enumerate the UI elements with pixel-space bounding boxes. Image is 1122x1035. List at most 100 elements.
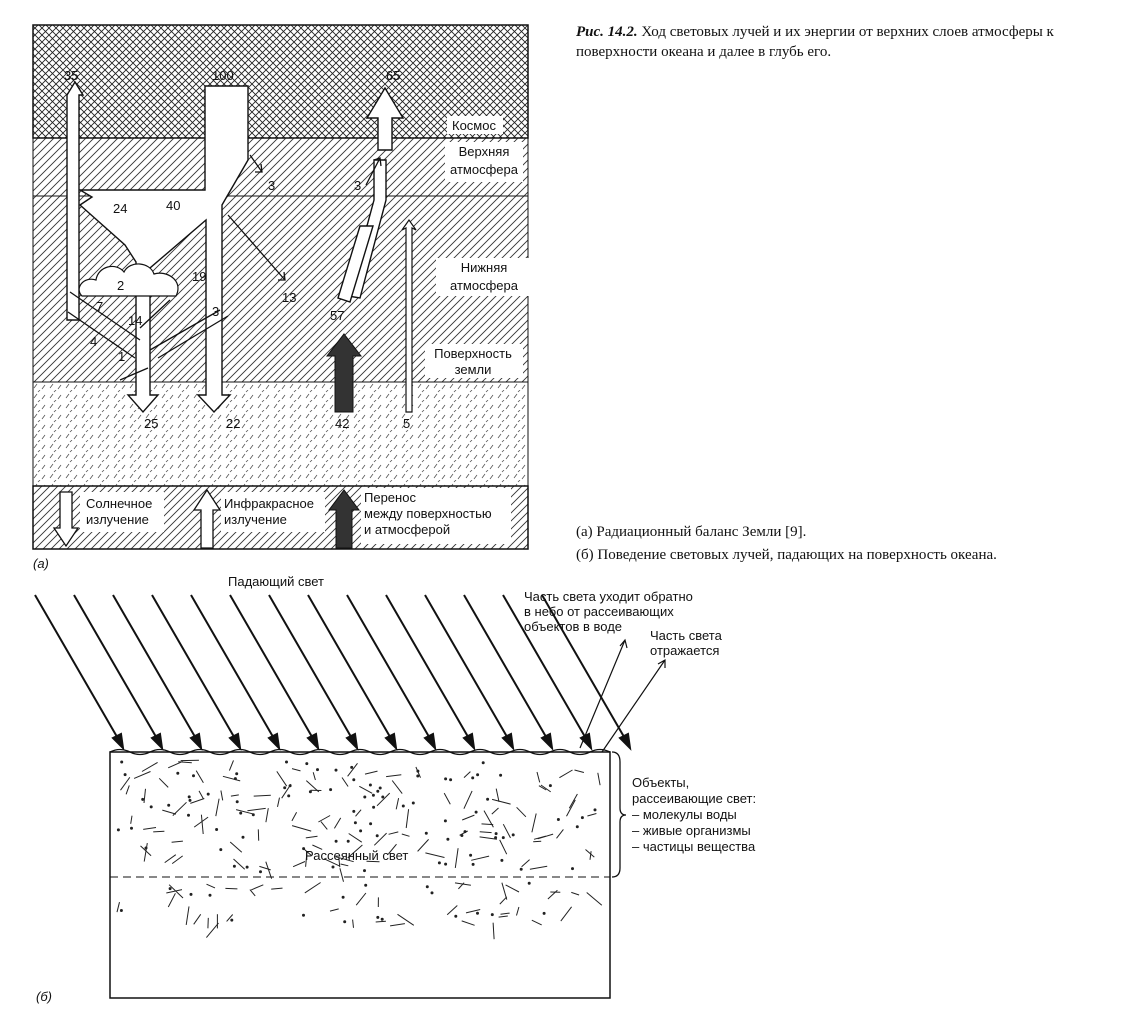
scatter-stroke (171, 855, 183, 865)
value-2: 2 (117, 278, 124, 293)
scatter-dot (239, 811, 243, 815)
scatter-stroke (193, 914, 202, 925)
scatter-stroke (116, 901, 120, 913)
caption-part-a: (а) Радиационный баланс Земли [9]. (576, 524, 807, 540)
scatter-stroke (559, 769, 573, 779)
scatter-dot (500, 858, 504, 862)
scatter-stroke (401, 833, 410, 837)
figure-caption: Рис. 14.2. Ход световых лучей и их энерг… (576, 22, 1106, 62)
scatter-stroke (529, 865, 548, 870)
scatter-stroke (359, 785, 373, 794)
scatter-stroke (566, 799, 576, 817)
legend-solar-icon (52, 491, 80, 548)
scatter-stroke (597, 772, 601, 786)
scatter-stroke (220, 790, 224, 801)
scattered-light-label: Рассеянный свет (305, 848, 408, 863)
scatter-dot (401, 804, 405, 808)
scatter-stroke (323, 858, 340, 867)
scatter-stroke (206, 922, 219, 938)
scatter-dot (130, 826, 133, 830)
value-65: 65 (386, 68, 400, 83)
scatter-stroke (233, 858, 246, 870)
scatter-stroke (373, 832, 387, 846)
scatter-stroke (166, 889, 183, 894)
reflected-35-arrow (66, 80, 85, 321)
scatter-stroke (259, 865, 271, 871)
scatter-stroke (247, 807, 266, 812)
scatter-dot (368, 783, 372, 787)
incident-ray-head (540, 732, 554, 751)
scatter-stroke (167, 760, 183, 769)
incident-ray-head (345, 732, 359, 751)
scatter-stroke (454, 848, 459, 868)
scatter-stroke (465, 909, 481, 914)
scatter-dot (235, 800, 239, 804)
incident-ray (229, 594, 316, 743)
scatter-stroke (253, 794, 271, 797)
scatter-stroke (143, 827, 157, 830)
scatter-dot (287, 794, 291, 798)
scatter-stroke (521, 859, 530, 868)
scatter-dot (343, 920, 347, 924)
scatter-dot (444, 862, 448, 866)
cloud-shape (78, 263, 179, 297)
incident-ray (463, 594, 550, 743)
value-3-lower: 3 (212, 304, 219, 319)
scatter-stroke (305, 852, 308, 867)
label-surface-2: земли (455, 362, 492, 377)
scatter-dot (167, 803, 171, 807)
scatter-dot (352, 809, 356, 813)
scatter-dot (334, 768, 338, 772)
legend-transfer-icon (328, 489, 360, 549)
scatter-dot (444, 777, 448, 781)
scatter-stroke (225, 887, 238, 890)
incident-ray (541, 594, 628, 743)
scatter-stroke (120, 777, 131, 791)
scatter-stroke (178, 761, 192, 764)
label-space: Космос (452, 118, 496, 133)
scatter-stroke (586, 892, 603, 906)
scatter-dot (192, 774, 195, 778)
scatter-dot (471, 862, 475, 866)
scatter-stroke (302, 847, 312, 856)
scatter-dot (363, 795, 367, 799)
scatter-dot (232, 864, 236, 868)
scatter-stroke (141, 761, 158, 772)
scatter-dot (230, 918, 234, 922)
scatter-stroke (228, 760, 234, 771)
scatter-dot (425, 885, 429, 889)
scatter-stroke (533, 840, 542, 843)
scatter-dot (352, 778, 356, 782)
water-box (109, 751, 611, 999)
scatter-stroke (291, 812, 298, 822)
scatter-dot (486, 797, 490, 801)
scatter-dot (575, 825, 579, 829)
scatter-stroke (341, 777, 349, 787)
scatter-stroke (329, 908, 339, 912)
backscatter-label-1: Часть света уходит обратно (524, 589, 693, 604)
scatter-stroke (333, 817, 342, 829)
scatter-stroke (352, 919, 354, 928)
incident-ray (502, 594, 589, 743)
scatter-stroke (347, 844, 363, 859)
incident-ray (268, 594, 355, 743)
scatter-stroke (305, 835, 318, 839)
scatter-dot (208, 893, 212, 897)
value-14: 14 (128, 313, 142, 328)
scatter-stroke (587, 813, 597, 817)
scatter-dot (187, 795, 191, 799)
scatter-stroke (397, 913, 415, 926)
scatter-stroke (167, 893, 176, 908)
panel-a-label: (а) (33, 556, 49, 571)
incident-rays (34, 594, 632, 751)
scatter-stroke (463, 790, 473, 809)
scatter-stroke (235, 809, 255, 815)
incident-ray-head (228, 732, 242, 751)
scatter-stroke (153, 830, 165, 833)
reflection-arrow (601, 658, 666, 753)
scatter-stroke (335, 856, 354, 863)
value-3-upper: 3 (268, 178, 275, 193)
backscatter-label-3: объектов в воде (524, 619, 622, 634)
